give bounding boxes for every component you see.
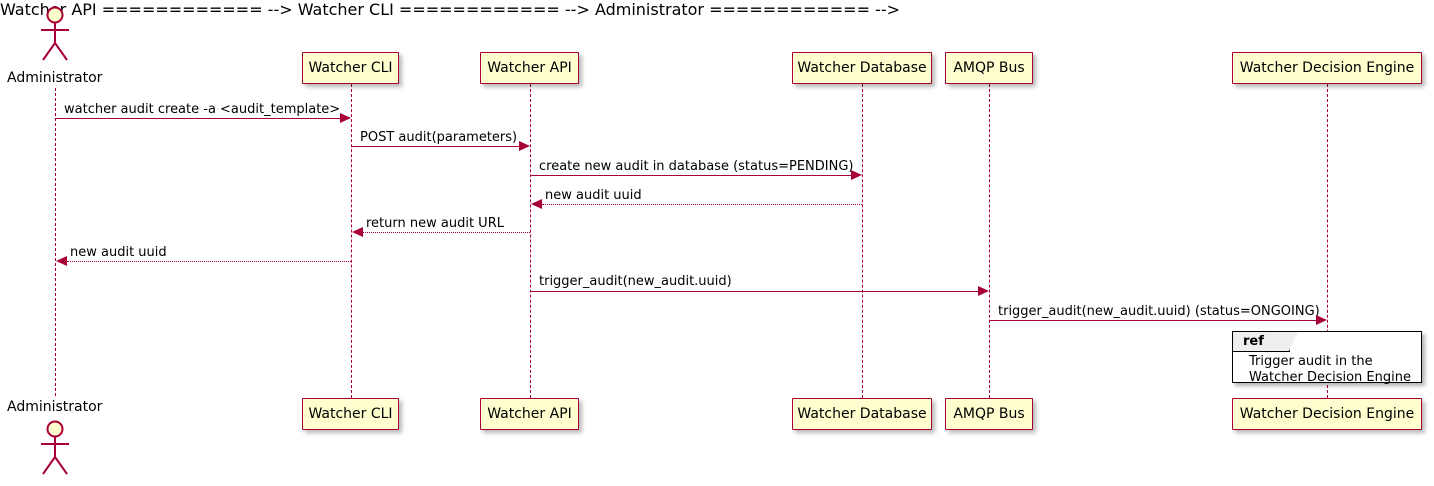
message-6-arrowhead-icon [56,256,67,266]
participant-watcher-decision-engine-top[interactable]: Watcher Decision Engine [1232,52,1422,84]
message-2-line [352,146,519,147]
participant-watcher-decision-engine-top-label: Watcher Decision Engine [1239,60,1415,76]
lifeline-watcher-database [862,84,863,398]
participant-amqp-bus-top[interactable]: AMQP Bus [945,52,1033,84]
participant-watcher-api-bottom[interactable]: Watcher API [480,398,579,430]
participant-watcher-cli-top[interactable]: Watcher CLI [302,52,399,84]
actor-administrator-top [41,6,69,61]
ref-fragment[interactable]: ref Trigger audit in the Watcher Decisio… [1232,331,1422,385]
participant-watcher-decision-engine-bottom[interactable]: Watcher Decision Engine [1232,398,1422,430]
ref-fragment-tag-label: ref [1243,334,1264,349]
message-1-label: watcher audit create -a <audit_template> [64,102,341,117]
message-3-arrowhead-icon [851,170,862,180]
participant-watcher-decision-engine-bottom-label: Watcher Decision Engine [1239,406,1415,422]
participant-watcher-api-top-label: Watcher API [487,60,572,76]
message-2-label: POST audit(parameters) [360,130,518,145]
message-8-label: trigger_audit(new_audit.uuid) (status=ON… [998,304,1320,319]
message-1-line [56,118,341,119]
actor-administrator-bottom [41,420,69,475]
ref-fragment-line-2: Watcher Decision Engine [1249,370,1411,385]
message-8-line [990,320,1316,321]
participant-watcher-cli-bottom-label: Watcher CLI [308,406,393,422]
participant-watcher-database-bottom[interactable]: Watcher Database [792,398,932,430]
message-6-label: new audit uuid [70,245,167,260]
lifeline-watcher-api [530,84,531,398]
lifeline-watcher-cli [351,84,352,398]
participant-amqp-bus-bottom[interactable]: AMQP Bus [945,398,1033,430]
message-3-label: create new audit in database (status=PEN… [539,159,854,174]
message-7-arrowhead-icon [978,286,989,296]
participant-watcher-database-top-label: Watcher Database [797,60,927,76]
message-1-arrowhead-icon [340,113,351,123]
participant-amqp-bus-bottom-label: AMQP Bus [953,406,1025,422]
ref-fragment-line-1: Trigger audit in the [1249,354,1373,369]
participant-watcher-cli-top-label: Watcher CLI [308,60,393,76]
participant-watcher-cli-bottom[interactable]: Watcher CLI [302,398,399,430]
actor-administrator-label-bottom: Administrator [7,399,103,415]
lifeline-administrator [55,88,56,396]
message-4-label: new audit uuid [545,188,642,203]
participant-watcher-api-bottom-label: Watcher API [487,406,572,422]
lifeline-amqp-bus [989,84,990,398]
ref-fragment-tab [1233,332,1298,352]
participant-amqp-bus-top-label: AMQP Bus [953,60,1025,76]
participant-watcher-database-bottom-label: Watcher Database [797,406,927,422]
lifeline-watcher-decision-engine [1327,84,1328,398]
participant-watcher-api-top[interactable]: Watcher API [480,52,579,84]
message-8-arrowhead-icon [1316,315,1327,325]
message-7-line [531,291,978,292]
message-4-line [542,204,862,205]
message-4-arrowhead-icon [531,199,542,209]
message-3-line [531,175,851,176]
message-2-arrowhead-icon [519,141,530,151]
message-5-arrowhead-icon [352,227,363,237]
message-5-label: return new audit URL [366,216,504,231]
message-5-line [363,232,530,233]
participant-watcher-database-top[interactable]: Watcher Database [792,52,932,84]
actor-administrator-label-top: Administrator [7,70,103,86]
message-7-label: trigger_audit(new_audit.uuid) [539,274,732,289]
message-6-line [67,261,351,262]
